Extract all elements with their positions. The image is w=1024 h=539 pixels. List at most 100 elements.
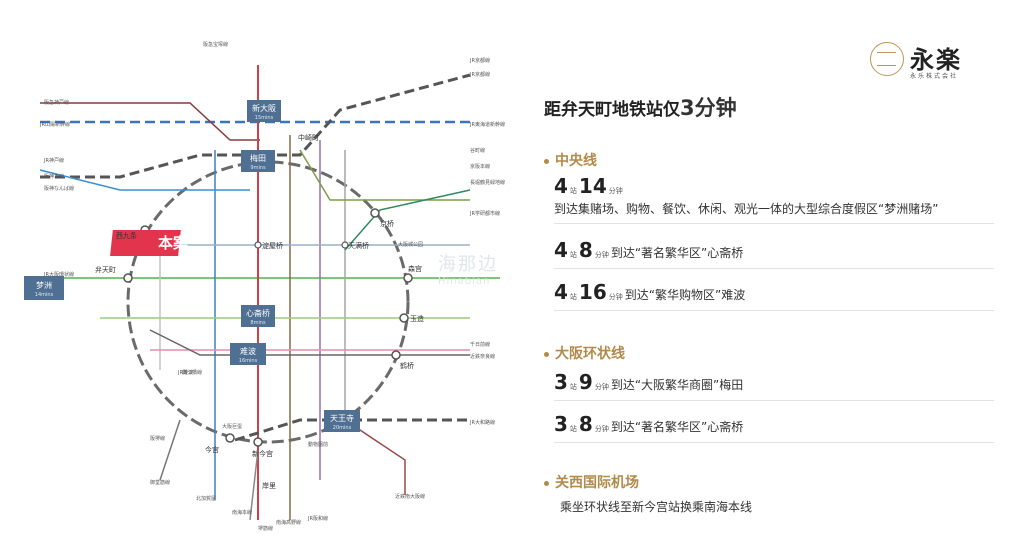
label-bentencho: 弁天町 xyxy=(95,265,116,274)
line-label-3: JR京都線 xyxy=(469,71,490,78)
label-osakajo-koen: 大阪城公园 xyxy=(398,241,423,248)
line-label-18: 阪堺線 xyxy=(150,435,165,442)
minutes-unit: 分钟 xyxy=(594,251,609,259)
logo-brand-text: 永楽 xyxy=(910,45,962,74)
station-box-namba: 难波 16mins xyxy=(230,343,266,365)
line-label-23: 四つ橋線 xyxy=(182,369,202,376)
label-osaka-dome: 大阪巨蛋 xyxy=(222,423,242,430)
airport-note: 乘坐环状线至新今宫站换乘南海本线 xyxy=(560,500,753,514)
section-title-chuo: 中央线 xyxy=(544,150,597,170)
card-text: 到达“繁华购物区”难波 xyxy=(624,288,746,302)
minutes-unit: 分钟 xyxy=(608,293,623,301)
station-dot-tenma xyxy=(341,241,349,249)
bullet-dot-icon xyxy=(544,158,549,164)
station-time-shinsaibashi: 8mins xyxy=(250,320,266,326)
card-text: 到达“著名繁华区”心斋桥 xyxy=(610,420,744,434)
label-tenma: 天满桥 xyxy=(348,241,369,250)
line-label-14: 千日前線 xyxy=(470,341,490,348)
station-time-yumeshima: 14mins xyxy=(35,292,54,298)
line-label-16: JR大阪環状線 xyxy=(43,271,74,278)
label-nakazakicho: 中崎町 xyxy=(298,133,319,142)
label-kishinosato: 岸里 xyxy=(262,482,276,490)
watermark-en: Hinabian xyxy=(438,276,491,287)
minutes-count: 14 xyxy=(578,174,607,198)
line-label-19: 南海本線 xyxy=(232,509,252,516)
line-label-9: 京阪本線 xyxy=(470,163,490,170)
minutes-unit: 分钟 xyxy=(594,425,609,433)
line-label-10: 長堀鶴見緑地線 xyxy=(470,179,505,186)
watermark-cn: 海那边 xyxy=(438,254,498,275)
card-text: 到达“大阪繁华商圈”梅田 xyxy=(610,378,744,392)
project-tag-label: 本案 xyxy=(158,234,189,252)
label-yodoyabashi: 淀屋桥 xyxy=(262,241,283,250)
line-label-15: 近鉄奈良線 xyxy=(470,353,495,360)
line-label-12: 阪神本線 xyxy=(44,173,64,180)
jr-yamatoji-line xyxy=(234,418,470,442)
label-kyobashi: 京桥 xyxy=(380,219,394,228)
stops-unit: 站 xyxy=(569,251,577,259)
stops-count: 4 xyxy=(554,238,568,262)
stops-unit: 站 xyxy=(569,425,577,433)
station-name-namba: 难波 xyxy=(240,346,256,356)
kintetsu-line xyxy=(149,329,470,356)
line-label-17: JR大和路線 xyxy=(469,419,495,426)
label-tamatsukuri: 玉造 xyxy=(410,314,424,323)
label-nishikujo: 西九条 xyxy=(116,231,137,240)
station-time-shin-osaka: 15mins xyxy=(255,115,274,121)
station-box-yumeshima: 梦洲 14mins xyxy=(24,276,64,300)
watermark: 海那边 Hinabian xyxy=(438,250,498,287)
section-title-loop: 大阪环状线 xyxy=(544,343,625,363)
station-dot-tsuruhashi xyxy=(391,350,401,360)
line-label-11: JR学研都市線 xyxy=(469,210,500,217)
station-dot-yodoyabashi xyxy=(254,241,262,249)
minutes-count: 9 xyxy=(578,370,593,394)
station-name-yumeshima: 梦洲 xyxy=(36,281,52,290)
station-box-tennoji: 天王寺 20mins xyxy=(324,410,360,432)
stops-count: 3 xyxy=(554,412,568,436)
stops-count: 4 xyxy=(554,174,568,198)
line-label-21: 近鉄南大阪線 xyxy=(395,493,425,500)
brand-logo: 永楽 永乐株式会社 xyxy=(870,40,1000,84)
section-title-airport: 关西国际机场 xyxy=(544,472,639,492)
station-dot-imamiya xyxy=(225,433,235,443)
stops-count: 4 xyxy=(554,280,568,304)
label-imamiya: 今宫 xyxy=(205,445,219,454)
stops-unit: 站 xyxy=(569,293,577,301)
section-title-text: 中央线 xyxy=(555,153,597,169)
keihan-main-line xyxy=(344,189,471,251)
hanshin-line xyxy=(39,169,250,191)
label-morinomiya: 森宫 xyxy=(408,264,422,273)
hankyu-line xyxy=(40,102,260,141)
headline: 距弁天町地铁站仅3分钟 xyxy=(544,92,737,122)
station-time-umeda: 9mins xyxy=(250,165,266,171)
minutes-unit: 分钟 xyxy=(594,383,609,391)
headline-prefix: 距弁天町地铁站仅 xyxy=(544,100,680,120)
logo-emblem-icon xyxy=(870,42,904,76)
minutes-unit: 分钟 xyxy=(608,187,623,195)
station-dot-bentencho xyxy=(123,273,133,283)
line-label-7: JR神戸線 xyxy=(43,157,64,164)
line-label-2: JR京都線 xyxy=(469,57,490,64)
label-tsuruhashi: 鹤桥 xyxy=(400,361,414,370)
line-label-13: 阪神なんば線 xyxy=(44,185,74,192)
section-title-text: 大阪环状线 xyxy=(555,346,625,362)
line-label-1: 阪急宝塚線 xyxy=(203,41,228,48)
station-dot-kyobashi xyxy=(370,208,380,218)
stops-count: 3 xyxy=(554,370,568,394)
label-jr-namba: JR難波 xyxy=(177,369,193,376)
line-label-24: JR阪和線 xyxy=(307,515,328,522)
osaka-loop-line xyxy=(126,160,410,444)
label-shin-imamiya: 新今宫 xyxy=(252,449,273,458)
line-label-20: 南海高野線 xyxy=(276,519,301,526)
nankai-line xyxy=(249,449,259,521)
station-name-tennoji: 天王寺 xyxy=(330,414,354,423)
station-name-shin-osaka: 新大阪 xyxy=(252,103,276,113)
card-line2: 到达集赌场、购物、餐饮、休闲、观光一体的大型综合度假区“梦洲赌场” xyxy=(554,202,939,216)
station-dot-shin-imamiya xyxy=(253,437,263,447)
station-time-tennoji: 20mins xyxy=(333,425,352,431)
minutes-count: 8 xyxy=(578,412,593,436)
